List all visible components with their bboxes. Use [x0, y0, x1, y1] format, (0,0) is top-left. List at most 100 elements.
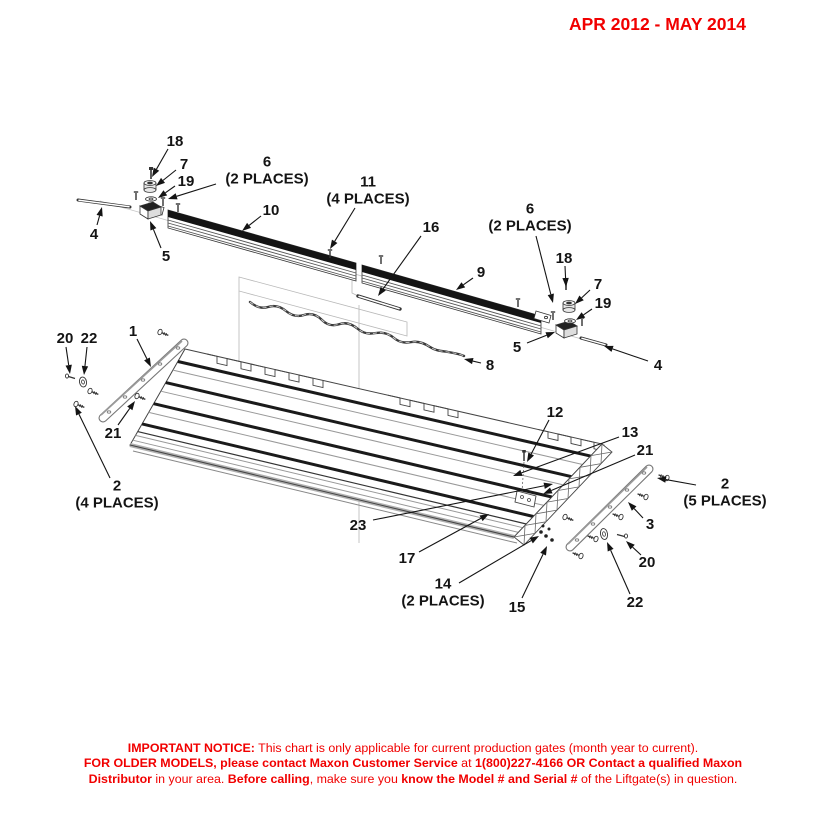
leader-arrowhead: [464, 357, 474, 365]
washer-right: [564, 318, 576, 324]
callout-15: 15: [509, 546, 547, 616]
part-number-label: 3: [646, 516, 654, 533]
leader-line: [165, 185, 176, 194]
leader-line: [84, 346, 88, 367]
rod-right: [579, 336, 608, 347]
retainer-plate: [514, 450, 537, 508]
callout-23: 23: [350, 482, 553, 534]
washer-left: [145, 196, 157, 202]
pin: [160, 197, 166, 206]
part-number-label: 4: [90, 226, 99, 243]
leader-arrowhead: [575, 295, 584, 304]
callout-20-left: 20: [57, 330, 74, 374]
leader-arrowhead: [81, 365, 89, 375]
notice-segment: IMPORTANT NOTICE:: [127, 741, 255, 755]
leader-arrowhead: [527, 452, 535, 462]
pin: [550, 311, 556, 320]
part-number-label: 21: [637, 442, 654, 459]
callout-18-right: 18: [556, 250, 572, 287]
leader-arrowhead: [127, 401, 135, 411]
callout-22-left: 22: [81, 330, 97, 375]
pin: [378, 255, 384, 264]
leader-line: [117, 408, 131, 426]
leader-line: [521, 436, 620, 474]
retainer-pins: [133, 191, 585, 326]
side-plate-right: [565, 464, 654, 552]
callout-7-left: 7: [156, 156, 188, 186]
rail-10: [167, 209, 357, 282]
leader-line: [632, 546, 642, 556]
leader-line: [96, 215, 101, 226]
callout-17: 17: [399, 514, 489, 567]
callout-2-left: 2(4 PLACES): [75, 406, 159, 512]
platform-deck: [129, 348, 613, 546]
leader-arrowhead: [75, 406, 82, 416]
notice-segment: know the Model # and Serial #: [401, 771, 578, 786]
part-number-label: 20: [57, 330, 74, 347]
notice-segment: FOR OLDER MODELS, please contact Maxon C…: [83, 756, 458, 771]
callout-19-right: 19: [576, 295, 611, 320]
part-number-label: 7: [180, 156, 188, 173]
leader-line: [535, 235, 552, 295]
leader-arrowhead: [479, 514, 489, 522]
leader-line: [665, 479, 697, 486]
spacer-rod-16: [356, 294, 402, 311]
leader-arrowhead: [547, 293, 554, 303]
screws-left: [65, 328, 169, 408]
leader-line: [382, 235, 422, 290]
callout-18-left: 18: [152, 133, 183, 177]
callout-6-right: 6(2 PLACES): [488, 201, 572, 303]
notice-line: IMPORTANT NOTICE: This chart is only app…: [20, 741, 806, 756]
leader-line: [334, 207, 356, 242]
fastener-cluster: [539, 524, 554, 542]
callout-21-right: 21: [543, 442, 653, 494]
part-number-label: 22: [627, 594, 644, 611]
rail-9-end-clip: [533, 310, 552, 324]
leader-line: [418, 517, 482, 553]
leader-line: [581, 289, 591, 299]
callout-21-left: 21: [105, 401, 135, 442]
leader-line: [583, 308, 593, 316]
leader-arrowhead: [65, 364, 72, 374]
screw: [637, 493, 649, 501]
leader-arrowhead: [604, 345, 614, 352]
leader-arrowhead: [543, 487, 553, 494]
pin: [515, 298, 521, 307]
callout-9: 9: [456, 264, 485, 290]
screw-20-right: [616, 533, 628, 539]
callout-5-right: 5: [513, 332, 555, 356]
part-number-label: 23: [350, 517, 367, 534]
pin: [579, 317, 585, 326]
callout-5-left: 5: [150, 221, 170, 265]
part-number-label: 16: [423, 219, 440, 236]
callout-3: 3: [628, 502, 654, 533]
leader-arrowhead: [242, 222, 252, 231]
screw: [587, 535, 599, 543]
pin: [327, 249, 333, 258]
part-number-label: 21: [105, 425, 122, 442]
leader-line: [458, 540, 532, 584]
part-number-label: 4: [654, 357, 663, 374]
callout-6-left: 6(2 PLACES): [168, 154, 309, 200]
washer-22-left: [78, 376, 88, 388]
screw-20-left: [65, 373, 76, 380]
notice-segment: , make sure you: [309, 771, 402, 786]
part-number-label: 6(2 PLACES): [225, 154, 308, 188]
bolt-left: [149, 167, 153, 179]
callout-11: 11(4 PLACES): [326, 174, 410, 249]
leader-arrowhead: [144, 357, 151, 367]
part-number-label: 11(4 PLACES): [326, 174, 409, 208]
screw: [134, 392, 146, 400]
leader-arrowhead: [168, 193, 178, 200]
callout-19-left: 19: [158, 173, 194, 198]
part-number-label: 9: [477, 264, 485, 281]
leader-line: [530, 419, 550, 455]
leader-line: [633, 508, 644, 519]
notice-line: FOR OLDER MODELS, please contact Maxon C…: [20, 756, 806, 771]
chain: [248, 300, 466, 358]
notice-line: Distributor in your area. Before calling…: [20, 772, 806, 787]
leader-line: [162, 169, 177, 181]
